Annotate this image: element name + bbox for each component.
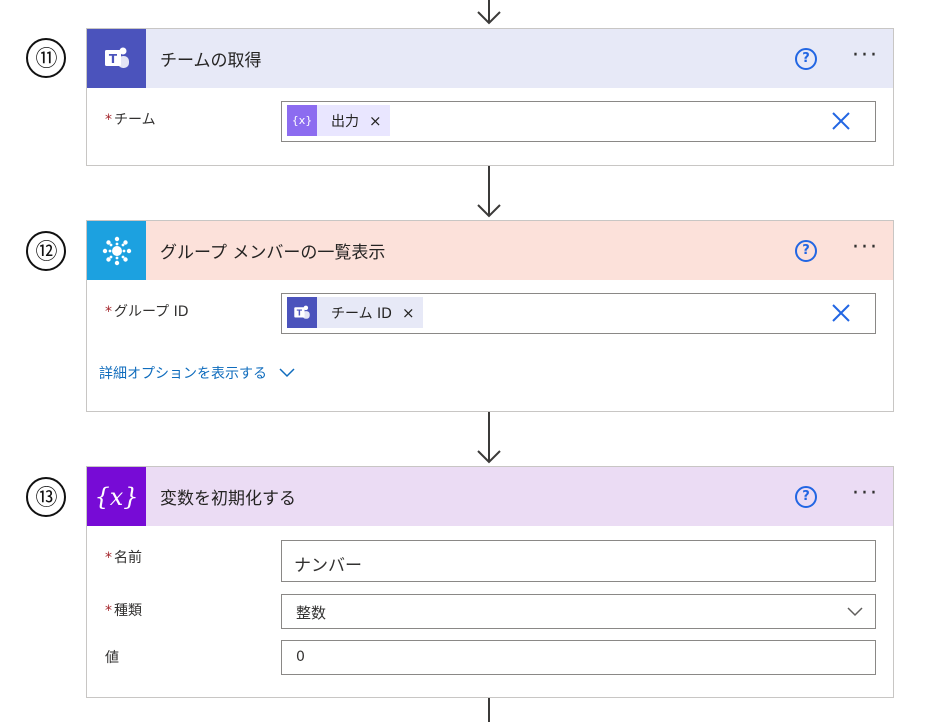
card-header[interactable]: グループ メンバーの一覧表示 ? ··· [87,221,893,280]
type-select-value: 整数 [296,604,327,622]
field-label: *チーム [105,109,156,129]
more-options-icon[interactable]: ··· [852,235,879,260]
show-advanced-options-link[interactable]: 詳細オプションを表示する [99,363,295,383]
action-card-list-group-members: グループ メンバーの一覧表示 ? ··· *グループ ID T チーム ID ×… [86,220,894,412]
token-remove-icon[interactable]: × [401,303,415,322]
help-icon[interactable]: ? [795,240,817,262]
variable-icon: {x} [87,467,146,526]
required-marker: * [105,304,112,320]
variable-icon-glyph: {x} [94,482,139,511]
field-label: *グループ ID [105,301,189,321]
value-input-value: 0 [296,649,305,665]
step-number: ⑬ [26,477,66,517]
expression-icon: {x} [287,105,317,136]
field-label-text: 値 [105,650,119,666]
chevron-down-icon [279,368,295,378]
card-title: チームの取得 [160,51,262,71]
chevron-down-icon [847,607,863,617]
type-select[interactable]: 整数 [281,594,876,629]
card-title: 変数を初期化する [160,489,296,509]
help-icon[interactable]: ? [795,48,817,70]
card-header[interactable]: T チームの取得 ? ··· [87,29,893,88]
field-label-text: 名前 [114,550,142,566]
advanced-options-label: 詳細オプションを表示する [99,366,267,382]
field-label-text: グループ ID [114,304,189,320]
required-marker: * [105,603,112,619]
field-label-text: チーム [114,112,156,128]
group-id-field[interactable]: T チーム ID × [281,293,876,334]
svg-text:T: T [108,52,117,66]
card-header[interactable]: {x} 変数を初期化する ? ··· [87,467,893,526]
value-input[interactable]: 0 [281,640,876,675]
field-label: *名前 [105,547,142,567]
clear-field-icon[interactable] [831,111,851,131]
arrow-down-icon [477,450,501,464]
connector-line [488,698,490,722]
dynamic-content-token[interactable]: {x} 出力 × [287,105,390,136]
teams-icon: T [287,297,317,328]
team-field[interactable]: {x} 出力 × [281,101,876,142]
action-card-get-team: T チームの取得 ? ··· *チーム {x} 出力 × [86,28,894,166]
arrow-down-icon [477,204,501,218]
card-title: グループ メンバーの一覧表示 [160,243,386,263]
clear-field-icon[interactable] [831,303,851,323]
azure-ad-icon [87,221,146,280]
token-remove-icon[interactable]: × [369,111,382,130]
field-label: 値 [105,647,119,667]
help-icon[interactable]: ? [795,486,817,508]
dynamic-content-token[interactable]: T チーム ID × [287,297,423,328]
required-marker: * [105,550,112,566]
more-options-icon[interactable]: ··· [852,43,879,68]
teams-icon: T [87,29,146,88]
action-card-initialize-variable: {x} 変数を初期化する ? ··· *名前 ナンバー *種類 整数 値 0 [86,466,894,698]
more-options-icon[interactable]: ··· [852,481,879,506]
arrow-down-icon [477,11,501,25]
connector-line [488,412,490,462]
name-input-value: ナンバー [294,556,362,576]
step-number: ⑪ [26,38,66,78]
token-label: 出力 [331,113,359,130]
required-marker: * [105,112,112,128]
token-label: チーム ID [331,305,392,322]
svg-text:T: T [297,308,303,317]
connector-line [488,166,490,216]
connector-line [488,0,490,22]
step-number: ⑫ [26,231,66,271]
name-input[interactable]: ナンバー [281,540,876,582]
field-label: *種類 [105,600,142,620]
field-label-text: 種類 [114,603,142,619]
